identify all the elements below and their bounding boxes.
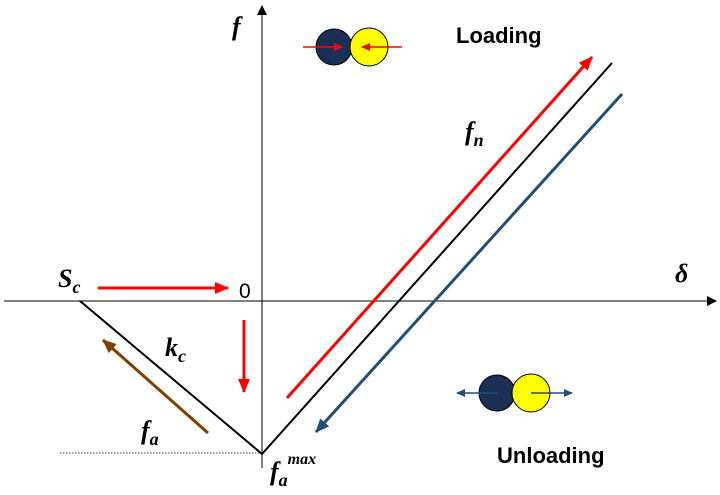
force-overlap-curve xyxy=(79,62,613,456)
fa-max-label: famax xyxy=(270,451,316,490)
adhesion-arrow xyxy=(102,338,209,435)
fn-label: fn xyxy=(465,117,484,150)
unloading-path-arrow xyxy=(314,92,624,434)
loading-particle-pair xyxy=(303,27,402,67)
horizontal-axis-label: δ xyxy=(675,259,688,288)
sc-label: Sc xyxy=(58,264,80,297)
fa-label: fa xyxy=(141,416,159,449)
vertical-axis-label: f xyxy=(232,12,243,41)
loading-path-arrow xyxy=(285,55,594,400)
loading-label: Loading xyxy=(456,23,542,48)
unloading-particle-pair xyxy=(456,373,573,413)
kc-label: kc xyxy=(165,333,186,366)
origin-label: 0 xyxy=(239,280,251,303)
unloading-label: Unloading xyxy=(497,443,605,468)
